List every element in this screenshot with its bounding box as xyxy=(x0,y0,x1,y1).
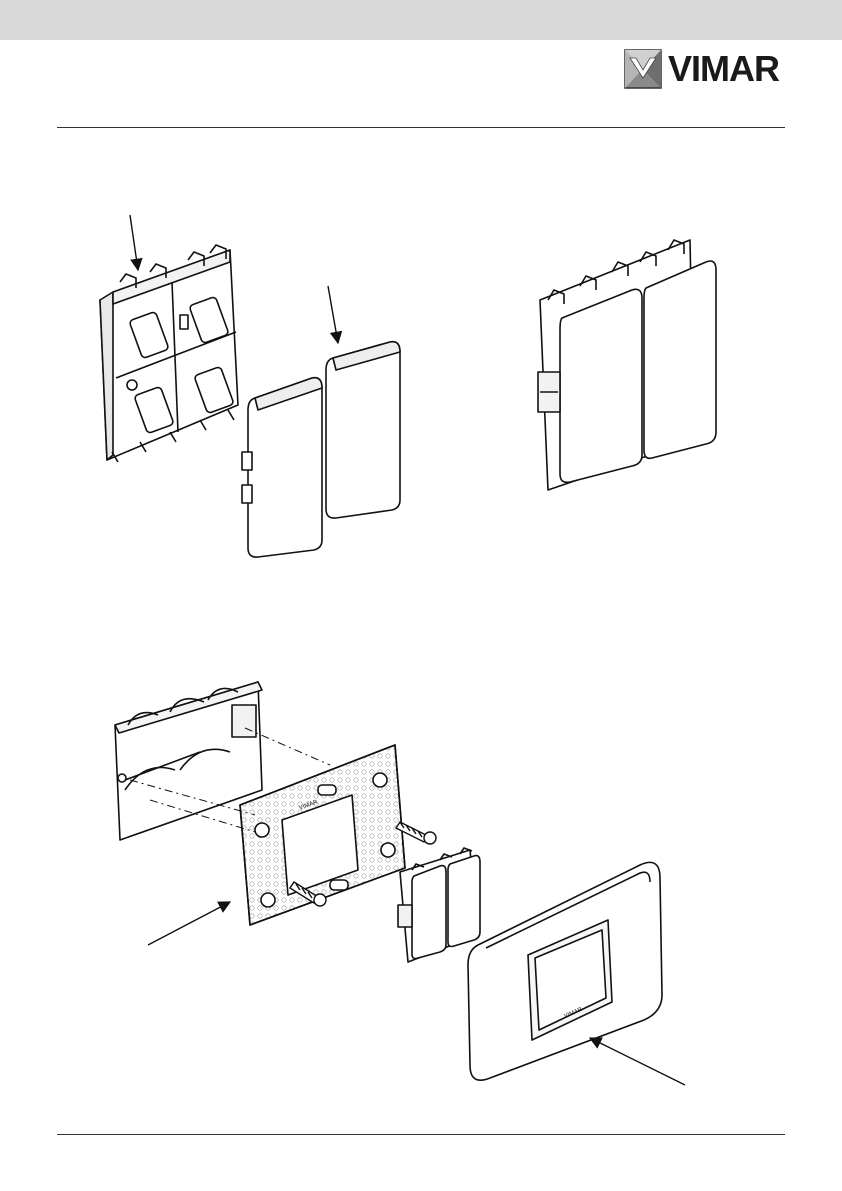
cover-plate: VIMAR xyxy=(468,862,662,1080)
device xyxy=(398,848,480,962)
mechanism-frame xyxy=(100,245,238,462)
callout-arrow xyxy=(148,902,230,945)
callout-arrow xyxy=(328,286,338,343)
callout-arrow xyxy=(590,1038,685,1085)
flush-box xyxy=(115,682,262,840)
rocker-button-right xyxy=(326,342,400,518)
rocker-button-left xyxy=(242,378,322,557)
assembled-device xyxy=(538,240,716,490)
footer-divider xyxy=(57,1134,785,1135)
callout-arrow xyxy=(130,215,138,270)
